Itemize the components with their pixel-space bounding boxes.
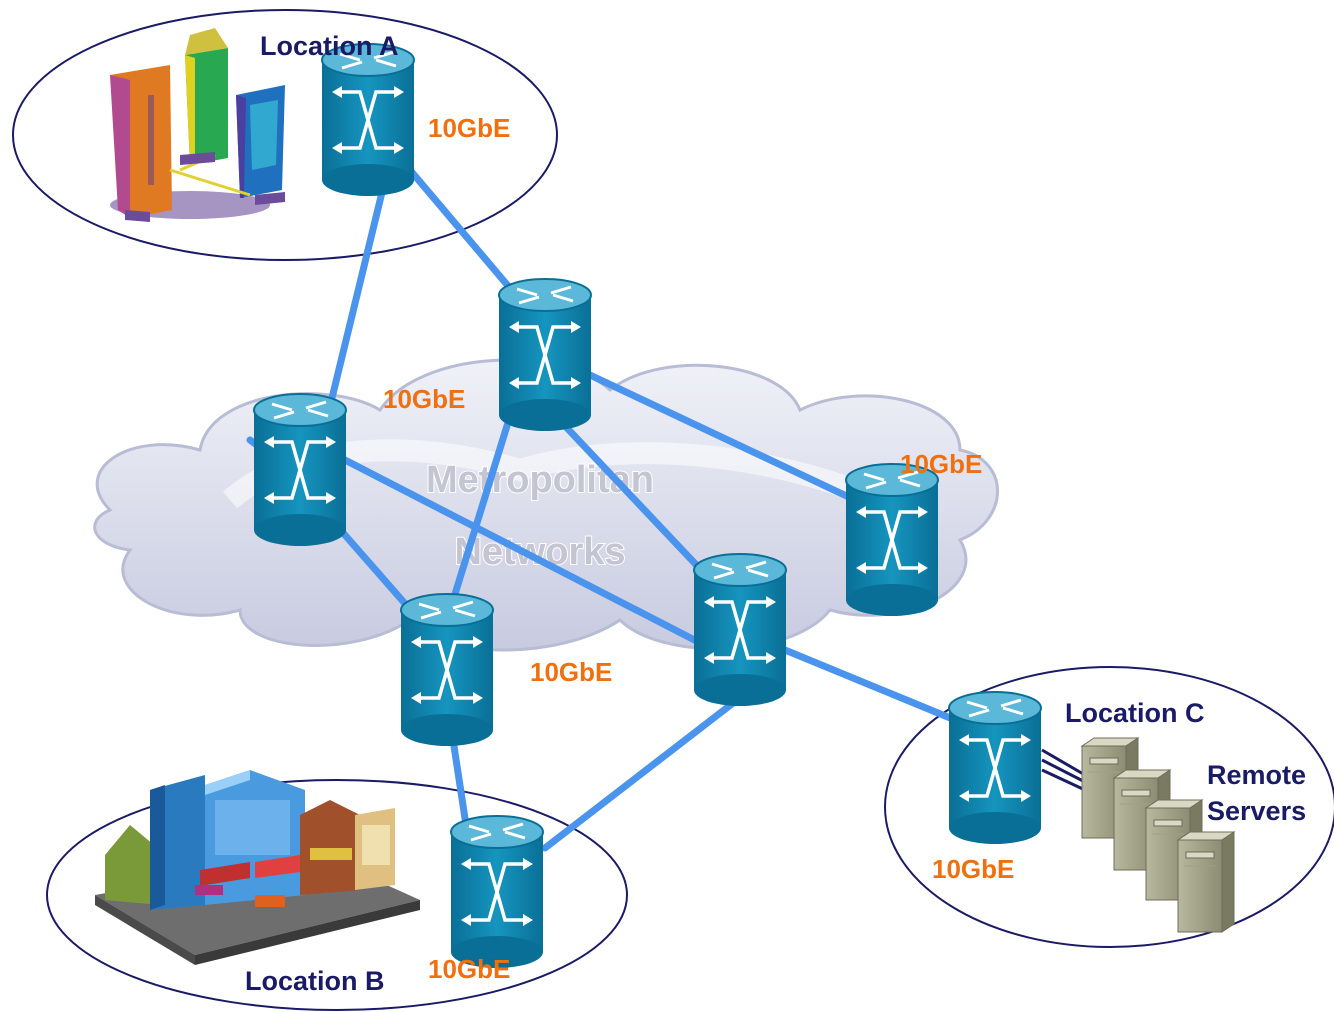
link-a-to-top xyxy=(406,166,524,304)
speed-label-location-a: 10GbE xyxy=(428,113,510,143)
link-top-to-centerbottom xyxy=(443,396,519,624)
speed-label-location-c: 10GbE xyxy=(932,854,1014,884)
network-links xyxy=(246,166,959,852)
router-right xyxy=(844,462,940,618)
storefront-street-illustration xyxy=(95,770,420,965)
location-b-label: Location B xyxy=(245,966,385,996)
link-centerright-to-b xyxy=(541,686,754,852)
server-links xyxy=(1041,748,1086,792)
location-b-ellipse xyxy=(46,779,628,1011)
location-c-label: Location C xyxy=(1065,698,1205,728)
router-left xyxy=(252,392,348,548)
remote-servers-label-line2: Servers xyxy=(1207,796,1306,826)
speed-label-location-b: 10GbE xyxy=(428,954,510,984)
speed-label-top-center: 10GbE xyxy=(383,384,465,414)
link-top-to-right xyxy=(586,371,859,504)
location-c-ellipse xyxy=(884,666,1334,948)
router-center-right xyxy=(692,552,788,708)
office-towers-illustration xyxy=(110,28,285,222)
cloud-label-line2: Networks xyxy=(454,531,625,573)
link-left-to-centerright xyxy=(341,456,714,652)
router-top-center xyxy=(497,277,593,433)
server-4 xyxy=(1177,831,1235,933)
link-a-to-left xyxy=(319,176,389,439)
router-center-bottom xyxy=(399,592,495,748)
speed-label-right: 10GbE xyxy=(900,449,982,479)
location-a-label: Location A xyxy=(260,31,399,61)
router-location-a xyxy=(320,42,416,198)
remote-servers-label-line1: Remote xyxy=(1207,760,1306,790)
router-location-c xyxy=(947,690,1043,846)
link-top-to-centerright xyxy=(546,406,724,594)
location-a-ellipse xyxy=(12,9,558,261)
link-centerright-to-c xyxy=(781,646,959,724)
router-location-b xyxy=(449,814,545,970)
speed-label-center: 10GbE xyxy=(530,657,612,687)
